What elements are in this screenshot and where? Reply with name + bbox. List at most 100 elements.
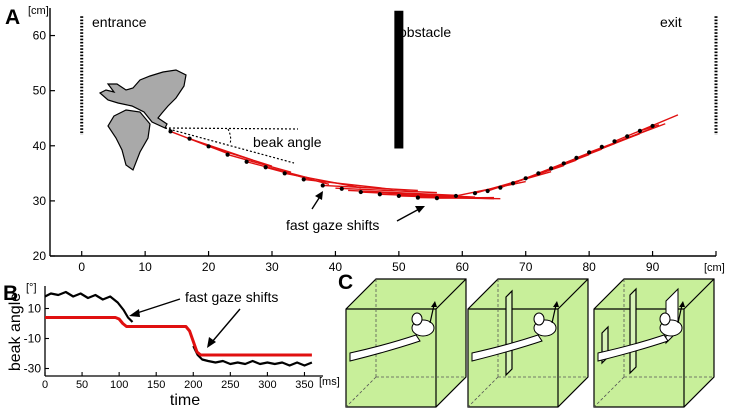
trajectory-point [536, 171, 541, 176]
trajectory-point [574, 155, 579, 161]
trajectory-point [206, 144, 211, 149]
trajectory-point [263, 165, 268, 170]
panel-a-letter: A [5, 6, 20, 29]
panel-b-y-tick-label: -10 [24, 332, 42, 346]
gaze-line [208, 145, 273, 167]
exit-label: exit [660, 14, 682, 30]
beak-angle-label: beak angle [253, 134, 322, 150]
panel-a-y-tick-label: 20 [33, 249, 47, 263]
panel-b-x-tick-label: 200 [184, 379, 202, 391]
panel-c: C [338, 271, 715, 408]
trajectory-point [485, 188, 490, 194]
trajectory-point [244, 159, 249, 164]
panel-a-x-tick-label: 40 [329, 260, 343, 274]
trajectory-point [434, 196, 440, 201]
trajectory-point [625, 134, 630, 139]
trajectory-point [358, 189, 363, 195]
panel-b-x-label: time [170, 392, 200, 409]
panel-b-x-tick-label: 0 [42, 379, 48, 391]
trajectory-point [612, 139, 617, 144]
panel-b-y-tick-label: -30 [24, 362, 42, 376]
gaze-line [284, 172, 361, 189]
trajectory-point [453, 193, 459, 199]
panel-a-x-tick-label: 90 [646, 260, 660, 274]
gaze-lines [170, 114, 679, 200]
beak-reference-line [164, 127, 299, 130]
gaze-shift-arrow-2 [396, 207, 422, 222]
panel-b-x-unit: [ms] [319, 376, 340, 388]
panel-b-arrow-2-head [207, 337, 216, 348]
trajectory-point [523, 176, 528, 181]
head-trace-after [192, 345, 313, 367]
gaze-line [348, 189, 456, 197]
box-no-obstacle [345, 278, 467, 408]
beak-angle-arc [227, 128, 232, 145]
panel-b-letter: B [3, 282, 18, 305]
panel-a-x-tick-label: 10 [138, 260, 152, 274]
trajectory-points [168, 123, 655, 201]
panel-a-y-unit: [cm] [28, 5, 49, 17]
panel-b-x-tick-label: 150 [147, 379, 165, 391]
beak-angle-traces [44, 290, 313, 367]
trajectory-point [637, 128, 642, 133]
panel-b-x-tick-label: 250 [221, 379, 239, 391]
trajectory-point [472, 191, 478, 196]
panel-c-letter: C [338, 271, 353, 294]
box-two-obstacles [593, 278, 715, 408]
panel-b-y-unit: [°] [26, 282, 37, 294]
panel-b-arrow-2 [211, 308, 241, 343]
gaze-line [614, 114, 679, 143]
panel-b-annotation: fast gaze shifts [185, 289, 278, 305]
panel-a-y-tick-label: 60 [33, 29, 47, 43]
gaze-line [227, 153, 292, 173]
panel-b-y-tick-label: 10 [28, 302, 42, 316]
panel-a-x-unit: [cm] [704, 262, 725, 274]
trajectory-point [415, 195, 420, 200]
panel-b-x-tick-label: 100 [110, 379, 128, 391]
trajectory-point [282, 171, 287, 176]
trajectory-point [510, 181, 516, 186]
gaze-line [436, 196, 495, 199]
bird-tail [107, 109, 151, 171]
fast-gaze-shifts-label: fast gaze shifts [286, 217, 379, 233]
beak-angle-trace [45, 316, 312, 357]
panel-b: B [°] [ms] beak angle time 10 -10 -30 0 50 1… [3, 282, 340, 409]
gaze-line [322, 184, 418, 192]
gaze-line [335, 187, 437, 194]
trajectory-point [396, 193, 401, 199]
trajectory-point [561, 161, 566, 166]
trajectory-point [225, 152, 230, 157]
trajectory-point [168, 129, 173, 134]
box-middle-obstacle [467, 278, 589, 408]
trajectory-point [650, 123, 655, 129]
panel-a-y-tick-label: 50 [33, 84, 47, 98]
trajectory-point [548, 166, 554, 171]
trajectory-point [599, 144, 604, 149]
panel-a-x-tick-label: 80 [582, 260, 596, 274]
panel-a-x-tick-label: 70 [519, 260, 533, 274]
panel-b-x-tick-label: 350 [295, 379, 313, 391]
panel-b-arrow-1-head [129, 309, 140, 317]
trajectory-point [498, 185, 503, 190]
gaze-line [639, 124, 660, 132]
panel-a-x-tick-label: 20 [202, 260, 216, 274]
panel-b-x-tick-label: 50 [76, 379, 88, 391]
panel-b-arrow-1 [136, 298, 181, 314]
panel-b-y-label: beak angle [7, 293, 24, 371]
panel-a-y-tick-label: 40 [33, 139, 47, 153]
trajectory-point [301, 177, 306, 182]
trajectory-point [320, 183, 325, 188]
obstacle-label: obstacle [399, 24, 451, 40]
gaze-shift-arrow-2-head [415, 206, 425, 213]
trajectory-point [187, 136, 192, 141]
trajectory-point [377, 192, 382, 197]
entrance-label: entrance [92, 14, 147, 30]
panel-a-x-tick-label: 60 [456, 260, 470, 274]
head-trace-before [44, 290, 134, 323]
trajectory-point [339, 186, 344, 191]
panel-a-x-tick-label: 0 [78, 260, 85, 274]
trajectory-point [587, 150, 592, 155]
gaze-shift-arrow-1-head [315, 191, 323, 200]
